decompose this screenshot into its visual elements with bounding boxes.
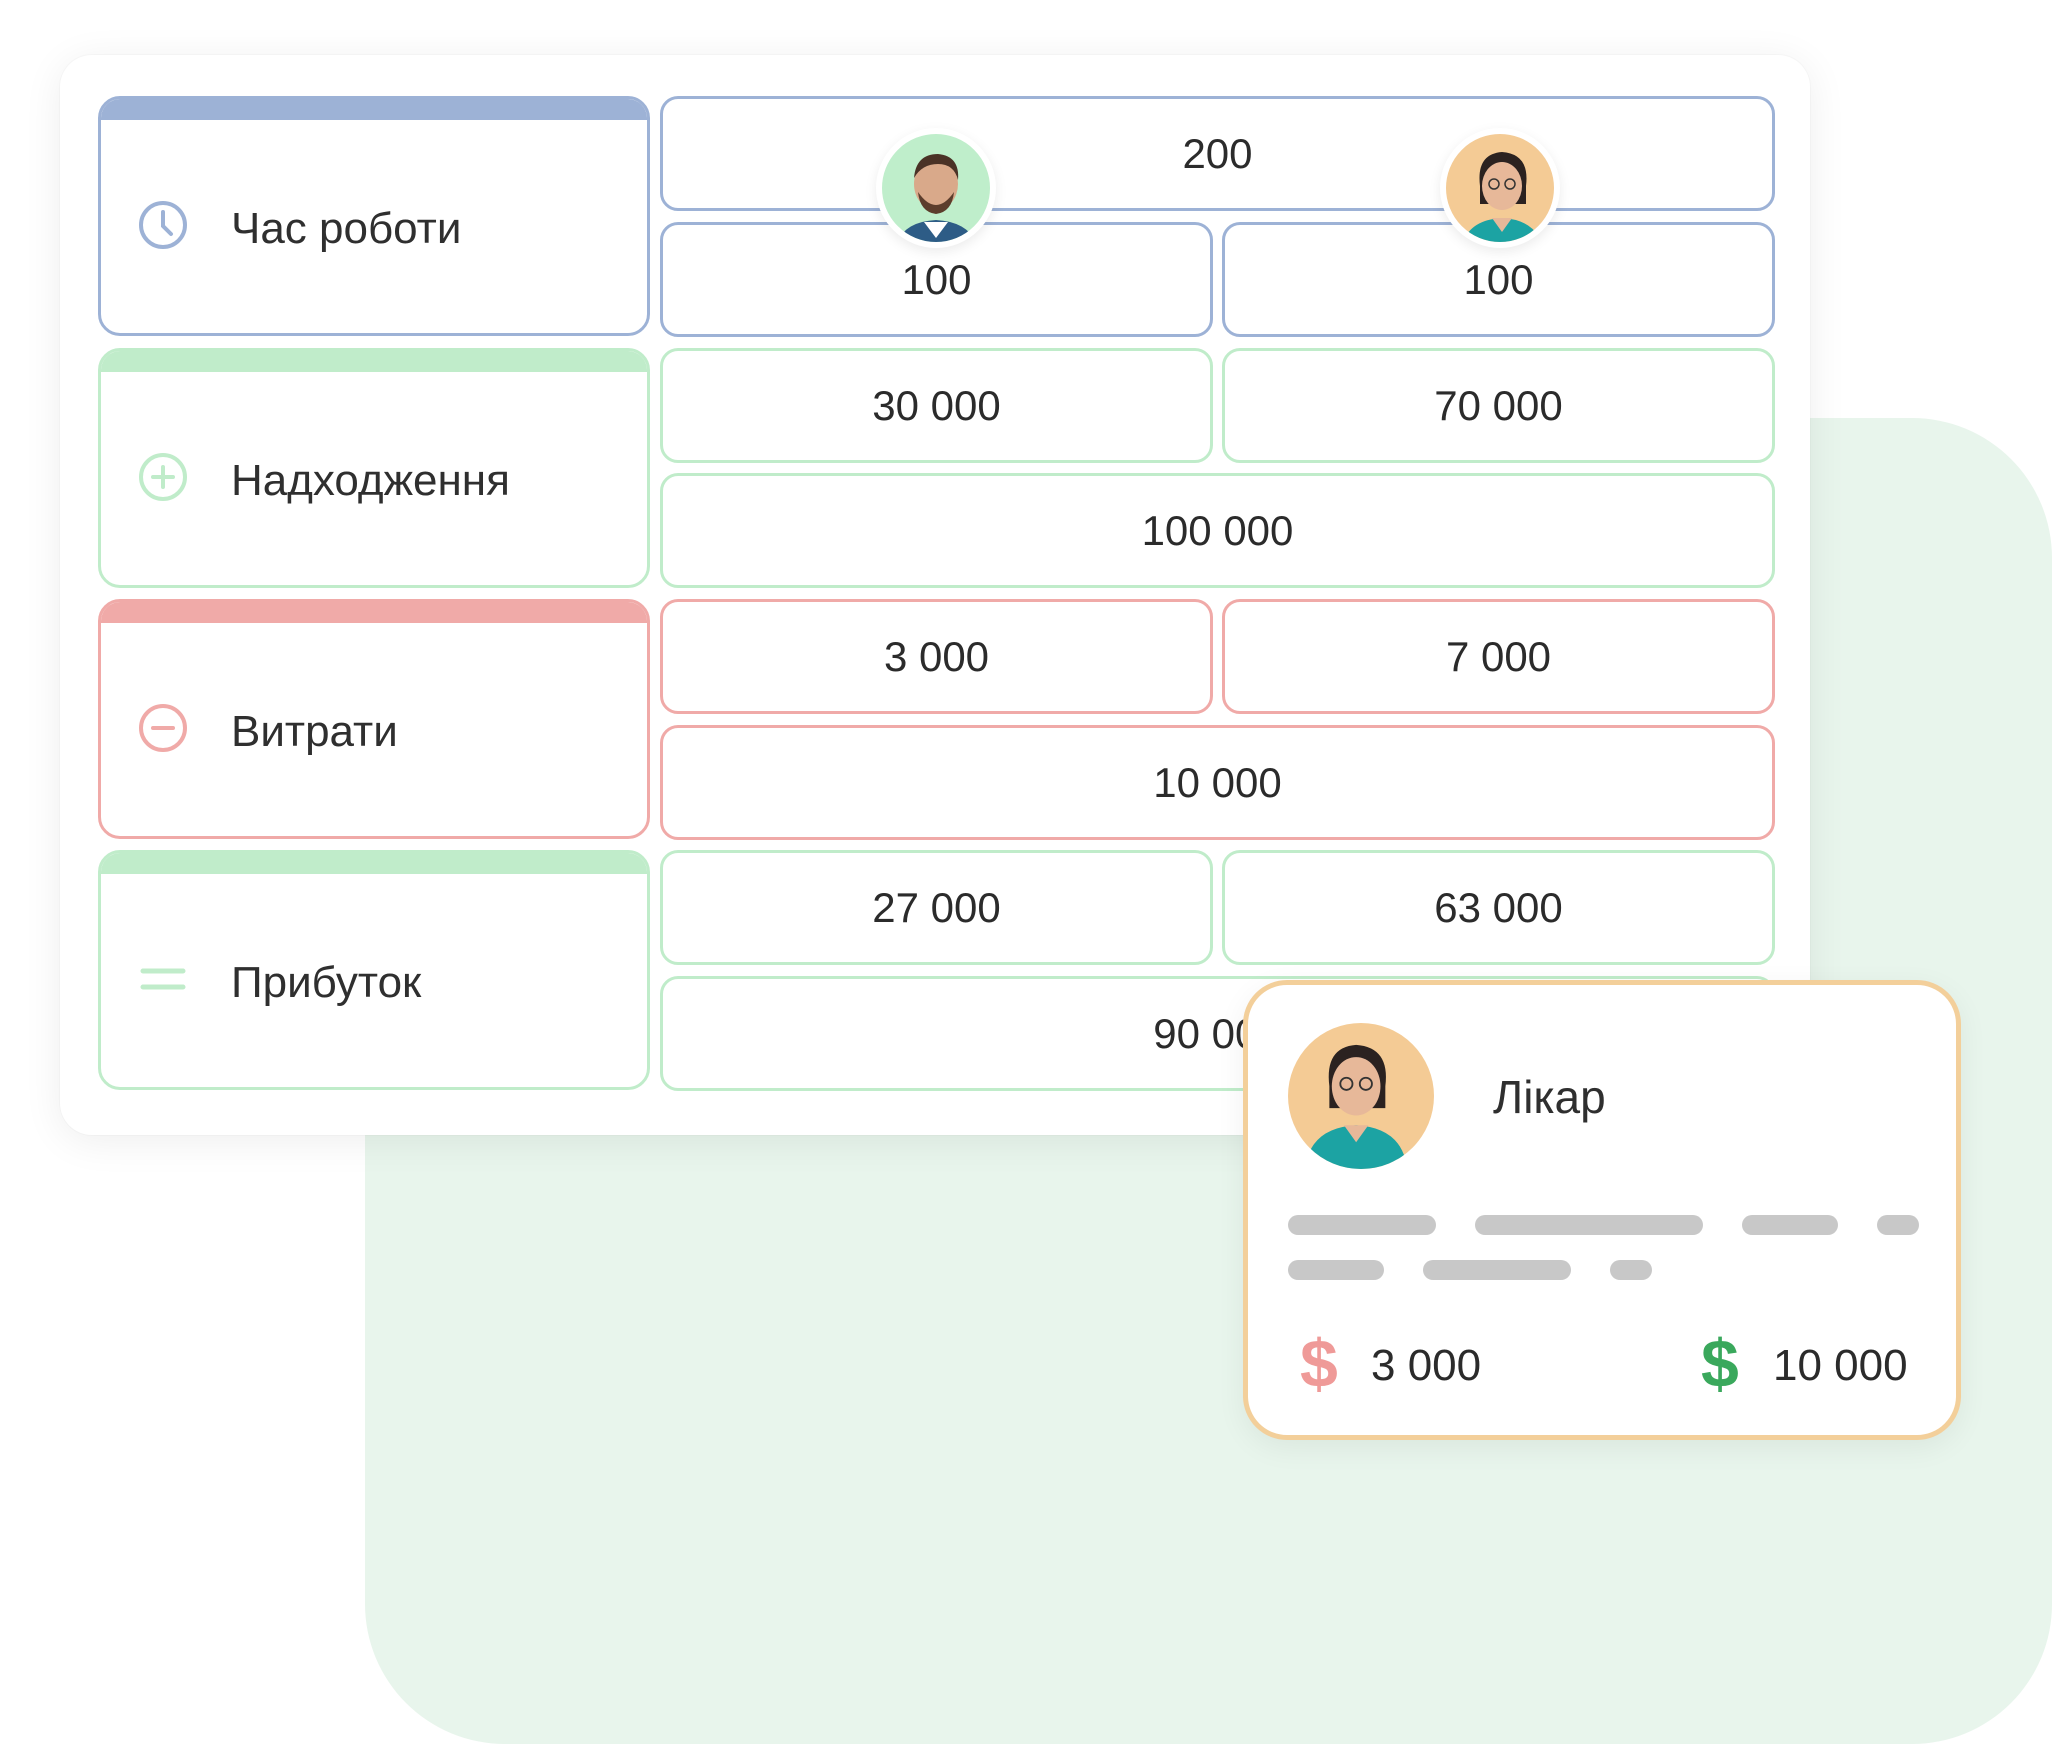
row-label-income: Надходження (98, 348, 650, 588)
dollar-income-icon: $ (1701, 1326, 1739, 1402)
row-color-bar (101, 351, 647, 372)
clock-icon (139, 201, 187, 249)
row-label-work-time: Час роботи (98, 96, 650, 336)
doctor-income-value: 10 000 (1773, 1341, 1908, 1390)
work-time-total-cell: 200 (660, 96, 1775, 211)
placeholder-line (1610, 1260, 1652, 1280)
row-label-expenses: Витрати (98, 599, 650, 839)
equals-icon (140, 968, 186, 990)
row-color-bar (101, 602, 647, 623)
income-right-cell: 70 000 (1222, 348, 1775, 463)
row-color-bar (101, 853, 647, 874)
profit-left-cell: 27 000 (660, 850, 1213, 965)
income-left-cell: 30 000 (660, 348, 1213, 463)
avatar-employee-2 (1440, 128, 1560, 248)
row-label-text: Час роботи (231, 204, 462, 253)
dollar-expense-icon: $ (1300, 1326, 1338, 1402)
male-person-avatar-icon (897, 154, 977, 242)
minus-circle-icon (139, 704, 187, 752)
doctor-card-title: Лікар (1493, 1071, 1606, 1123)
placeholder-line (1288, 1260, 1384, 1280)
row-color-bar (101, 99, 647, 120)
profit-right-cell: 63 000 (1222, 850, 1775, 965)
expenses-left-cell: 3 000 (660, 599, 1213, 714)
income-total-cell: 100 000 (660, 473, 1775, 588)
expenses-total-cell: 10 000 (660, 725, 1775, 840)
avatar-employee-1 (876, 128, 996, 248)
placeholder-line (1288, 1215, 1436, 1235)
row-label-text: Надходження (231, 456, 510, 505)
doctor-expense-value: 3 000 (1371, 1341, 1482, 1390)
female-doctor-avatar-icon (1305, 1044, 1408, 1169)
doctor-card: Лікар $ 3 000 $ 10 000 (1243, 980, 1961, 1440)
expenses-right-cell: 7 000 (1222, 599, 1775, 714)
row-label-text: Витрати (231, 707, 398, 756)
row-label-profit: Прибуток (98, 850, 650, 1090)
placeholder-line (1423, 1260, 1571, 1280)
placeholder-line (1475, 1215, 1703, 1235)
placeholder-line (1742, 1215, 1838, 1235)
female-doctor-avatar-icon (1462, 152, 1542, 242)
doctor-avatar (1288, 1023, 1434, 1169)
placeholder-line (1877, 1215, 1919, 1235)
plus-circle-icon (139, 453, 187, 501)
row-label-text: Прибуток (231, 958, 422, 1007)
